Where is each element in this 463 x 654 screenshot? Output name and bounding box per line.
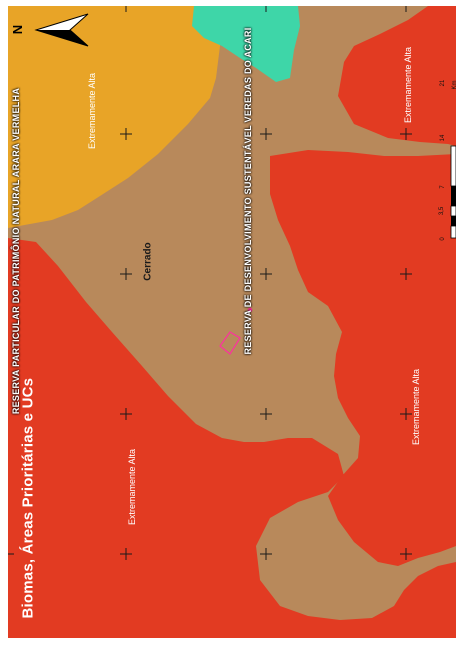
extremamente-alta-top-right	[338, 6, 456, 146]
scale-tick-14: 14	[440, 134, 446, 142]
label-ext-alta-top: Extremamente Alta	[87, 72, 97, 150]
extremamente-alta-left	[8, 238, 456, 638]
teal-priority-area	[192, 6, 300, 82]
scale-bar	[450, 145, 456, 239]
north-letter: N	[10, 24, 26, 35]
scale-tick-0: 0	[440, 237, 446, 241]
orange-priority-area	[8, 6, 220, 228]
rds-boundary	[219, 331, 241, 355]
label-ext-alta-top-right: Extremamente Alta	[403, 46, 413, 124]
label-rds: RESERVA DE DESENVOLVIMENTO SUSTENTÁVEL V…	[243, 27, 253, 355]
label-cerrado: Cerrado	[142, 242, 154, 281]
scale-tick-21: 21	[440, 79, 446, 87]
scale-unit: Km	[452, 80, 458, 90]
map-canvas[interactable]	[8, 6, 456, 638]
rppn-marker	[247, 307, 253, 313]
map-title: Biomas, Áreas Prioritárias e UCs	[19, 377, 37, 619]
scale-tick-3-5: 3,5	[439, 206, 445, 216]
extremamente-alta-right	[270, 150, 456, 566]
label-ext-alta-left: Extremamente Alta	[127, 448, 137, 526]
north-arrow-icon	[34, 13, 89, 47]
scale-tick-7: 7	[440, 185, 446, 189]
label-ext-alta-right: Extremamente Alta	[411, 368, 421, 446]
graticule	[8, 6, 412, 560]
